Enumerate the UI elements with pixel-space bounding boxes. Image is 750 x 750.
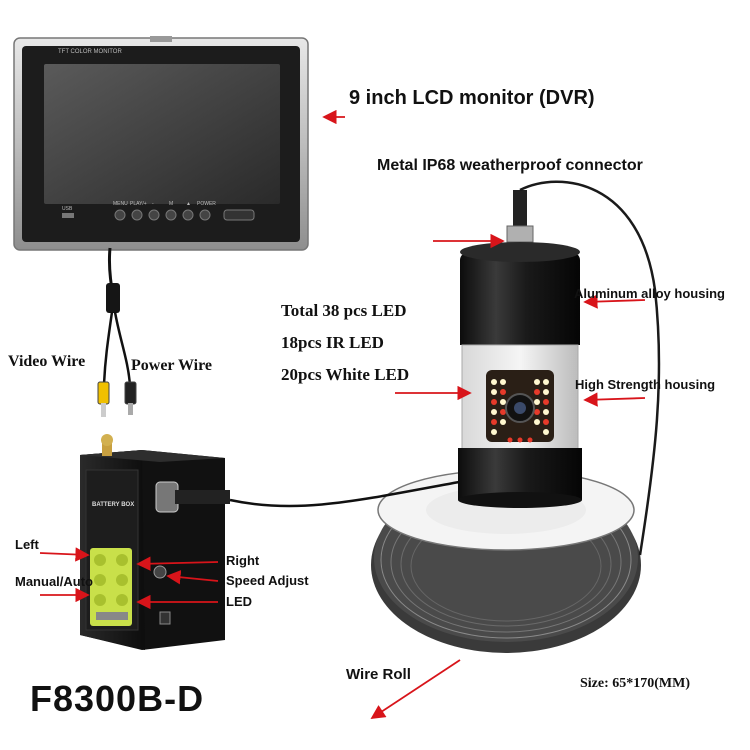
led-button-label: LED [226, 594, 252, 609]
underwater-camera [458, 190, 582, 508]
monitor-button-label: - [152, 201, 154, 207]
led-ir-label: 18pcs IR LED [281, 333, 384, 352]
aluminum-housing-label: Aluminum alloy housing [574, 286, 725, 301]
right-button-label: Right [226, 553, 260, 568]
power-wire-label: Power Wire [131, 357, 213, 374]
callout-arrows [39, 109, 646, 719]
monitor-brand-text: TFT COLOR MONITOR [58, 49, 122, 55]
battery-box-title: BATTERY BOX [92, 502, 135, 508]
wire-roll-label: Wire Roll [346, 666, 411, 683]
monitor-button-label: MENU [113, 201, 128, 207]
left-button-label: Left [15, 537, 39, 552]
monitor-button-label: M [169, 201, 174, 207]
monitor-label: 9 inch LCD monitor (DVR) [349, 87, 595, 109]
monitor-button-label: PLAY/+ [130, 201, 147, 207]
manual-auto-label: Manual/Auto [15, 574, 93, 589]
connector-label: Metal IP68 weatherproof connector [377, 157, 643, 174]
monitor-button-label: ▲ [186, 201, 191, 207]
wire-roll [371, 469, 641, 653]
lcd-monitor [13, 36, 309, 251]
battery-box [80, 434, 230, 650]
led-array [491, 379, 549, 443]
monitor-buttons [114, 209, 255, 221]
monitor-button-label: POWER [197, 201, 216, 207]
speed-adjust-label: Speed Adjust [226, 573, 309, 588]
monitor-port-text: USB [62, 206, 73, 212]
led-total-label: Total 38 pcs LED [281, 301, 407, 320]
monitor-screen [44, 64, 280, 204]
high-strength-housing-label: High Strength housing [575, 377, 716, 392]
video-wire-label: Video Wire [8, 353, 86, 370]
model-number: F8300B-D [30, 678, 205, 719]
size-label: Size: 65*170(MM) [580, 676, 691, 691]
led-white-label: 20pcs White LED [281, 365, 410, 384]
